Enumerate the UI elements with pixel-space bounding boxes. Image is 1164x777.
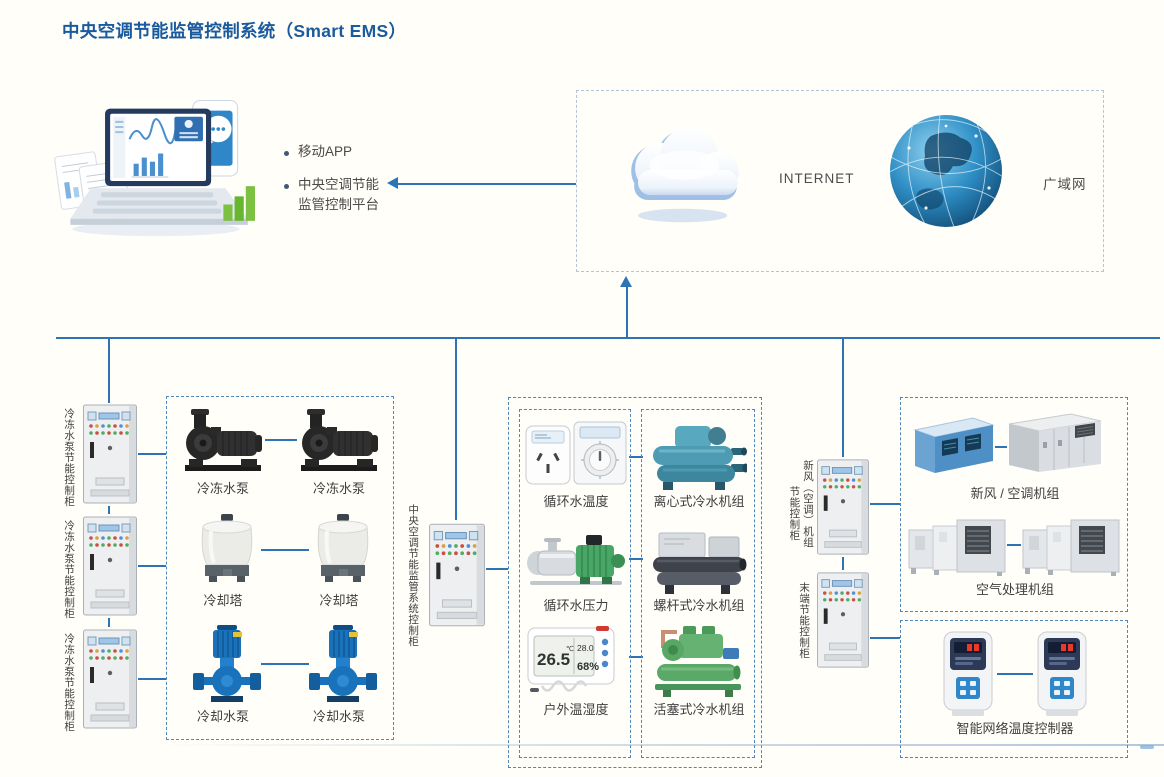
chilled-pump-cabinet-1-label: 冷冻水泵节能控制柜 [63,408,76,507]
cooling-tower-label: 冷却塔 [319,593,359,608]
piston-chiller-label: 活塞式冷水机组 [653,702,745,717]
network-thermostat-icon [941,631,995,717]
cabinet-link-line [842,557,844,570]
bullet-icon [284,184,289,189]
centrifugal-chiller-icon [651,420,747,492]
fresh-air-cabinet-label-col2: 节能控制柜 [788,486,801,541]
air-handling-unit-label: 空气处理机组 [975,582,1054,597]
platform-label-line2: 监管控制平台 [298,197,379,212]
chilled-pump-cabinet-2-label: 冷冻水泵节能控制柜 [63,520,76,619]
water-temp-sensor-icon [524,420,628,486]
bus-drop-left [108,339,110,403]
bus-drop-right [842,339,844,457]
terminal-cabinet [816,570,870,670]
equipment-link-line [261,663,309,665]
plant-room-zone-box: 循环水温度 循环水压力 26.5 ℃ 28.0 68% 户外温湿度 离心式冷水机… [508,397,762,768]
internet-zone-box: INTERNET 广域网 [576,90,1104,272]
equipment-link-line [997,673,1033,675]
cabinet-link-line [108,618,110,627]
chilled-water-pump-icon [181,407,265,473]
fresh-air-unit-cabinet [816,457,870,557]
cloud-icon [607,105,762,233]
network-thermostat-icon [1035,631,1089,717]
thermo-temp-value: 26.5 [537,650,570,669]
equipment-link-line [629,656,643,658]
network-thermostat-label: 智能网络温度控制器 [956,721,1074,736]
chillers-box: 离心式冷水机组 螺杆式冷水机组 活塞式冷水机组 [641,409,755,758]
chilled-pump-cabinet-3 [82,627,138,731]
internet-label: INTERNET [779,171,855,186]
page-title: 中央空调节能监管控制系统（Smart EMS） [62,21,407,41]
cooling-tower-icon [309,513,377,587]
pump-room-box: 冷冻水泵 冷冻水泵 冷却塔 冷却塔 冷却水泵 冷却水泵 [166,396,394,740]
thermo-temp-unit: ℃ [566,646,574,653]
cabinet-to-box-line [870,503,900,505]
chilled-pump-cabinet-3-label: 冷冻水泵节能控制柜 [63,633,76,732]
water-pressure-label: 循环水压力 [543,598,609,613]
chilled-pump-label: 冷冻水泵 [312,481,365,496]
equipment-link-line [1007,544,1021,546]
centrifugal-chiller-label: 离心式冷水机组 [653,494,745,509]
uplink-line [625,286,628,338]
chilled-water-pump-icon [297,407,381,473]
cooling-water-pump-icon [309,625,377,703]
equipment-link-line [995,446,1007,448]
air-handling-unit-icon [907,516,1007,576]
equipment-link-line [261,549,309,551]
chilled-pump-cabinet-1 [82,402,138,506]
cooling-tower-icon [193,513,261,587]
arrow-line-to-platform [398,182,576,185]
mobile-app-label: 移动APP [298,144,353,159]
arrowhead-up-icon [620,276,632,287]
cooling-pump-label: 冷却水泵 [196,709,249,724]
globe-icon [871,95,1021,247]
thermostat-zone-box: 智能网络温度控制器 [900,620,1128,758]
thermo-secondary-value: 28.0 [577,643,594,653]
screw-chiller-icon [651,530,747,596]
network-bus [56,337,1160,339]
cabinet-to-box-line [486,568,508,570]
piston-chiller-icon [653,624,745,698]
cabinet-to-box-line [138,453,166,455]
wan-label: 广域网 [1043,177,1087,192]
cabinet-to-box-line [138,565,166,567]
equipment-link-line [265,439,297,441]
water-pressure-sensor-icon [524,528,628,590]
packaged-ahu-icon [1005,412,1105,478]
screw-chiller-label: 螺杆式冷水机组 [653,598,745,613]
fresh-air-cabinet-label-col1: 新风（空调）机组 [802,460,814,548]
fresh-air-unit-cabinet-label: 新风（空调）机组 节能控制柜 [778,460,814,580]
cooling-pump-label: 冷却水泵 [312,709,365,724]
cabinet-to-box-line [870,637,900,639]
fresh-air-ahu-icon [909,416,997,480]
air-handling-unit-icon [1021,516,1121,576]
monitoring-platform-illustration [52,90,256,266]
ahu-zone-box: 新风 / 空调机组 空气处理机组 [900,397,1128,612]
outdoor-thermo-label: 户外温湿度 [543,702,609,717]
chilled-pump-label: 冷冻水泵 [196,481,249,496]
cabinet-to-box-line [138,678,166,680]
equipment-link-line [629,456,643,458]
chilled-pump-cabinet-2 [82,514,138,618]
arrowhead-left-icon [387,177,398,189]
cooling-water-pump-icon [193,625,261,703]
terminal-cabinet-label: 末端节能控制柜 [798,582,811,659]
platform-label-line1: 中央空调节能 [298,177,379,192]
bullet-icon [284,151,289,156]
bus-drop-center [455,339,457,520]
sensors-box: 循环水温度 循环水压力 26.5 ℃ 28.0 68% 户外温湿度 [519,409,631,758]
outdoor-thermo-hygrometer-icon: 26.5 ℃ 28.0 68% [527,626,615,692]
cabinet-link-line [108,506,110,514]
water-temp-label: 循环水温度 [543,494,609,509]
fresh-air-ahu-label: 新风 / 空调机组 [970,486,1060,501]
thermo-humidity-value: 68% [577,661,599,673]
bottom-accent-dash [1140,745,1154,749]
central-ems-cabinet [428,520,486,630]
equipment-link-line [629,558,643,560]
cooling-tower-label: 冷却塔 [203,593,243,608]
bottom-accent-line [158,744,1164,746]
central-ems-cabinet-label: 中央空调节能监管系统控制柜 [407,504,420,647]
